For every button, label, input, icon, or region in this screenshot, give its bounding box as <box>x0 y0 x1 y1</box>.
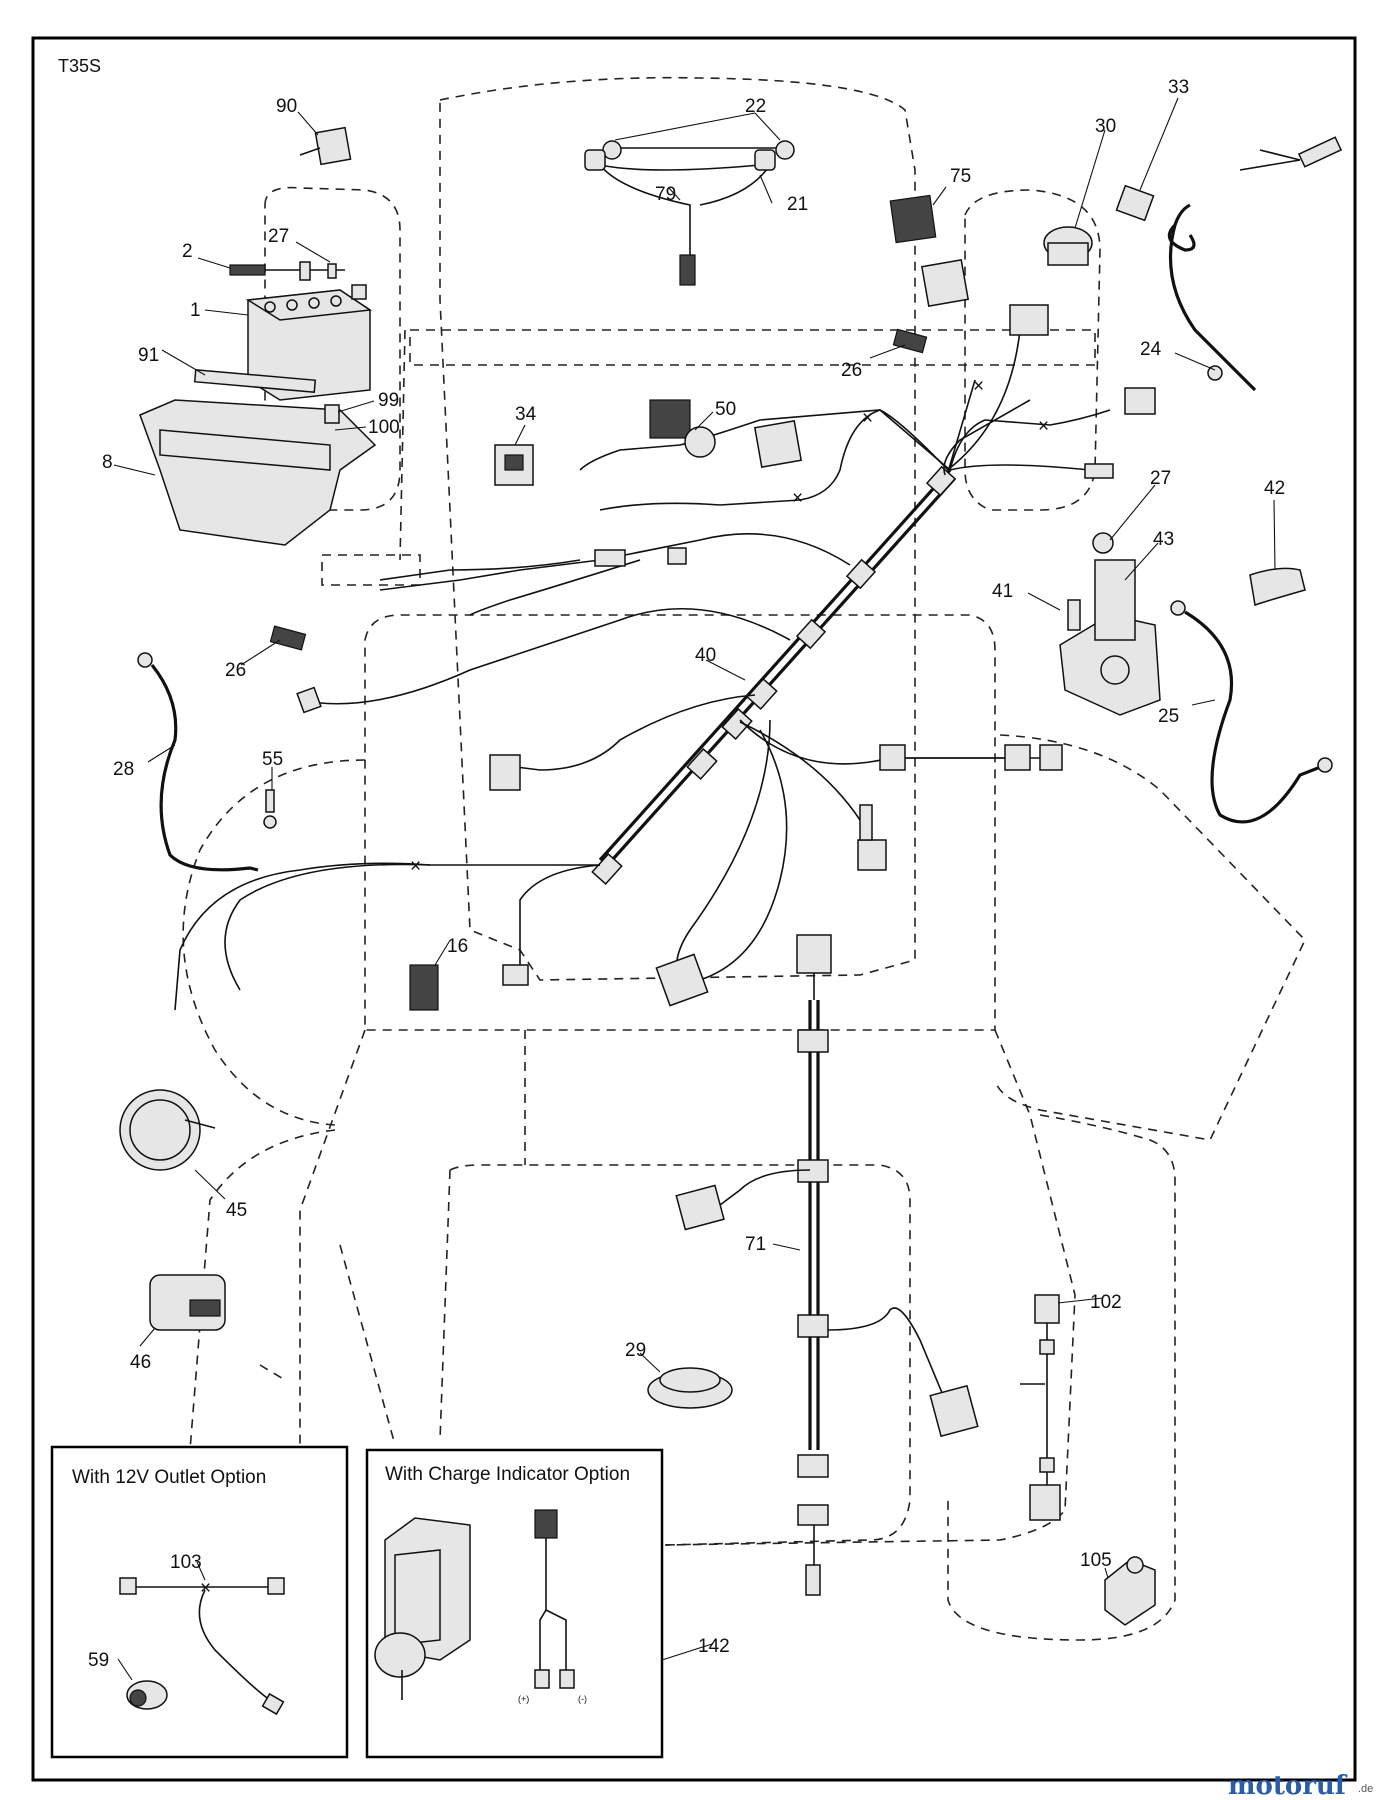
part-label: 91 <box>138 345 159 366</box>
part-label: 16 <box>447 936 468 957</box>
part-label: 55 <box>262 749 283 770</box>
ignition-switch-graphic <box>1043 226 1093 266</box>
charge-option-title: With Charge Indicator Option <box>385 1464 630 1485</box>
part-label: 105 <box>1080 1550 1112 1571</box>
part-42-graphic <box>1249 567 1306 606</box>
part-label: 102 <box>1090 1292 1122 1313</box>
part-label: 59 <box>88 1650 109 1671</box>
diagram-frame <box>31 36 1357 1782</box>
part-label: 103 <box>170 1552 202 1573</box>
grommet-29-graphic <box>647 1367 733 1409</box>
decal-graphic <box>920 258 970 308</box>
connector-graphic <box>1084 463 1114 479</box>
headlight-harness-graphic <box>584 140 795 286</box>
part-label: 22 <box>745 96 766 117</box>
part-label: 2 <box>182 241 193 262</box>
dashed-outlines <box>182 76 1306 1641</box>
battery-graphic <box>229 261 373 401</box>
svg-text:×: × <box>1038 416 1049 437</box>
meter-46-graphic <box>149 1274 226 1331</box>
part-label: 100 <box>368 417 400 438</box>
part-label: 26 <box>841 360 862 381</box>
gauge-45-graphic <box>119 1089 216 1171</box>
cable-28-graphic <box>137 652 277 872</box>
part-label: 8 <box>102 452 113 473</box>
part-label: 24 <box>1140 339 1162 360</box>
battery-tray-graphic <box>139 368 377 546</box>
part-105-graphic <box>1104 1556 1156 1626</box>
part-label: 33 <box>1168 77 1189 98</box>
part-102-graphic <box>1020 1294 1061 1521</box>
harness-71 <box>675 934 979 1596</box>
svg-text:×: × <box>792 488 803 509</box>
leader-lines <box>113 97 1276 1681</box>
part-label: 28 <box>113 759 134 780</box>
part-label: 46 <box>130 1352 151 1373</box>
part-label: 75 <box>950 166 971 187</box>
part-label: 71 <box>745 1234 766 1255</box>
cable-25-graphic <box>1170 600 1333 824</box>
part-label: 26 <box>225 660 246 681</box>
plus-terminal-label: (+) <box>518 1694 529 1704</box>
connector-graphic <box>1009 304 1049 336</box>
part-label: 42 <box>1264 478 1285 499</box>
svg-text:×: × <box>973 376 984 397</box>
part-label: 29 <box>625 1340 646 1361</box>
part-label: 142 <box>698 1636 730 1657</box>
watermark-brand: motoruf <box>1228 1771 1348 1800</box>
watermark-tld: .de <box>1358 1783 1373 1795</box>
part-labels: 90 2 27 1 91 99 100 8 22 79 21 75 30 33 … <box>88 77 1285 1671</box>
part-label: 27 <box>268 226 289 247</box>
solenoid-43-graphic <box>1059 532 1161 716</box>
svg-text:×: × <box>410 856 421 877</box>
part-label: 99 <box>378 390 399 411</box>
svg-text:×: × <box>862 408 873 429</box>
svg-text:×: × <box>200 1578 211 1599</box>
part-label: 90 <box>276 96 297 117</box>
part-34-graphic <box>494 444 534 486</box>
diagram-code: T35S <box>58 56 101 76</box>
fuse-26-top-graphic <box>892 328 928 354</box>
part-label: 27 <box>1150 468 1171 489</box>
connector-graphic <box>1124 387 1156 415</box>
part-50-graphic <box>649 399 716 458</box>
part-label: 25 <box>1158 706 1179 727</box>
outlet-option-box: With 12V Outlet Option × <box>50 1445 349 1759</box>
part-16-graphic <box>409 964 439 1011</box>
part-label: 21 <box>787 194 808 215</box>
part-label: 45 <box>226 1200 247 1221</box>
part-label: 79 <box>655 184 676 205</box>
cable-24-graphic <box>1167 136 1343 392</box>
decal-graphic <box>753 419 803 469</box>
minus-terminal-label: (-) <box>578 1694 587 1704</box>
part-label: 34 <box>515 404 537 425</box>
part-90-graphic <box>299 126 352 166</box>
part-label: 30 <box>1095 116 1116 137</box>
key-graphic <box>1115 184 1155 222</box>
part-label: 1 <box>190 300 201 321</box>
part-label: 43 <box>1153 529 1174 550</box>
charge-option-box: With Charge Indicator Option (+) (-) <box>365 1448 664 1759</box>
outlet-option-title: With 12V Outlet Option <box>72 1467 266 1488</box>
fuse-26-lower-graphic <box>269 625 307 651</box>
main-harness-40: × × × × × <box>174 329 1111 1011</box>
part-75-graphic <box>889 194 937 244</box>
part-label: 40 <box>695 645 716 666</box>
part-label: 41 <box>992 581 1013 602</box>
watermark: motoruf .de <box>1228 1771 1373 1800</box>
part-label: 50 <box>715 399 736 420</box>
